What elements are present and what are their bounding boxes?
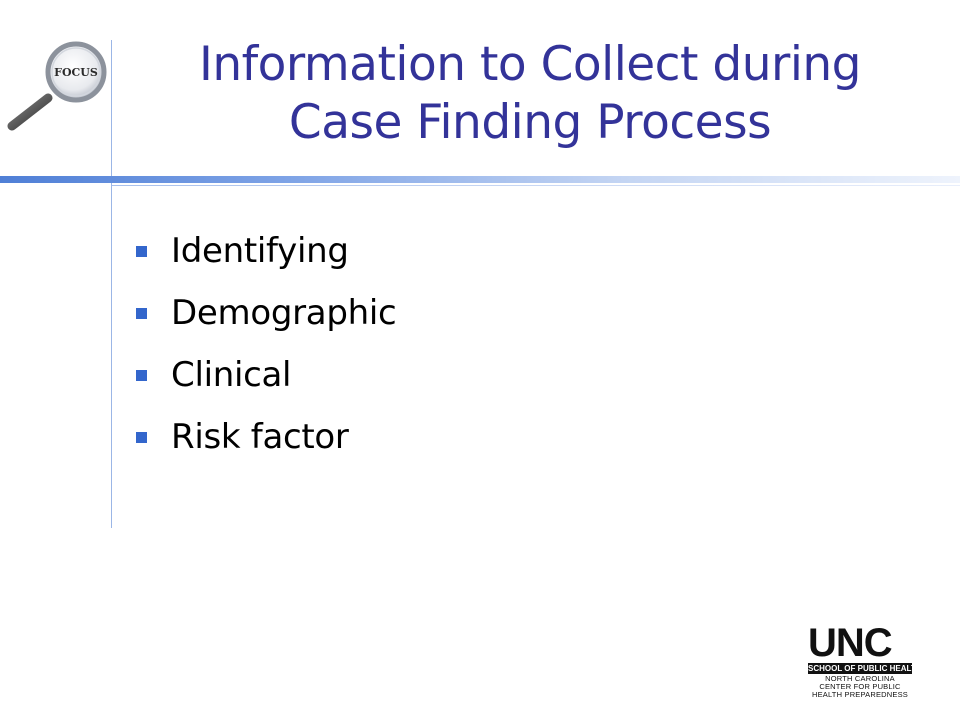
list-item: Clinical (136, 344, 396, 406)
unc-school-name: SCHOOL OF PUBLIC HEALTH (808, 663, 922, 674)
slide-title: Information to Collect during Case Findi… (120, 36, 940, 152)
bullet-square-icon (136, 431, 147, 443)
bullet-text: Identifying (171, 231, 349, 271)
bullet-square-icon (136, 369, 147, 381)
slide-title-line-2: Case Finding Process (288, 95, 772, 150)
list-item: Identifying (136, 220, 396, 282)
bullet-square-icon (136, 245, 147, 257)
bullet-list: Identifying Demographic Clinical Risk fa… (136, 220, 397, 468)
horizontal-divider (0, 176, 960, 183)
unc-logo: UNC SCHOOL OF PUBLIC HEALTH NORTH CAROLI… (808, 621, 922, 699)
unc-center-name: NORTH CAROLINA CENTER FOR PUBLIC HEALTH … (808, 675, 912, 699)
bullet-text: Clinical (171, 355, 292, 395)
unc-center-line-1: NORTH CAROLINA (825, 674, 895, 683)
bullet-square-icon (136, 307, 147, 319)
list-item: Demographic (136, 282, 397, 344)
unc-wordmark: UNC (808, 621, 893, 665)
bullet-text: Demographic (171, 293, 397, 333)
list-item: Risk factor (136, 406, 396, 468)
unc-center-line-3: HEALTH PREPAREDNESS (811, 690, 909, 699)
bullet-text: Risk factor (171, 417, 349, 457)
vertical-divider (111, 40, 112, 528)
focus-label: FOCUS (54, 66, 98, 79)
magnifier-icon: FOCUS (7, 41, 107, 131)
focus-logo: FOCUS (4, 40, 114, 136)
unc-center-line-2: CENTER FOR PUBLIC (819, 682, 901, 691)
horizontal-divider-thin (112, 185, 960, 186)
slide-title-line-1: Information to Collect during (198, 37, 862, 92)
